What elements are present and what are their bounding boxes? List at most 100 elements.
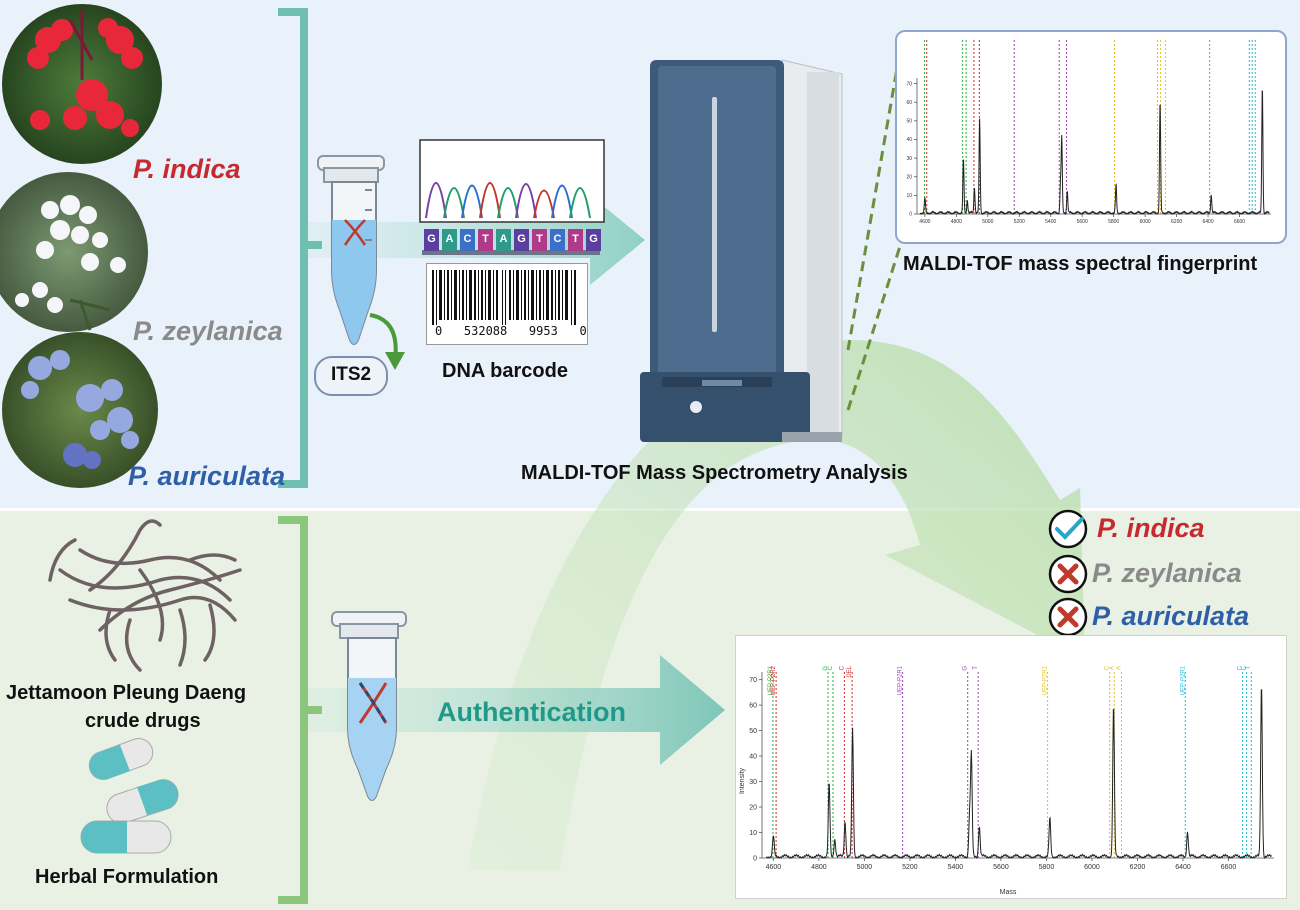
crude-drug-label-line1: Jettamoon Pleung Daeng xyxy=(6,682,247,704)
result-auriculata: P. auriculata xyxy=(1092,601,1250,631)
y-tick-label: 70 xyxy=(749,677,757,684)
y-tick-label: 10 xyxy=(749,830,757,837)
crude-drug-roots xyxy=(48,519,242,672)
x-tick-label: 6600 xyxy=(1221,864,1237,871)
marker-label: G xyxy=(823,666,829,671)
y-tick-label: 70 xyxy=(906,81,912,87)
marker-label: C xyxy=(839,665,845,670)
x-tick-label: 5400 xyxy=(1045,219,1056,225)
sample-tube xyxy=(331,611,407,801)
herbal-formulation-label: Herbal Formulation xyxy=(35,866,219,888)
result-zeylanica: P. zeylanica xyxy=(1092,558,1242,588)
x-tick-label: 6000 xyxy=(1140,219,1151,225)
cross-icon xyxy=(1048,554,1088,594)
its2-badge xyxy=(314,356,388,396)
x-tick-label: 5000 xyxy=(982,219,993,225)
green-curved-arrow xyxy=(468,340,1085,870)
x-tick-label: 6000 xyxy=(1084,864,1100,871)
y-tick-label: 40 xyxy=(749,753,757,760)
x-tick-label: 5200 xyxy=(902,864,918,871)
check-icon xyxy=(1048,509,1088,549)
authentication-label: Authentication xyxy=(437,697,626,727)
base-tile: A xyxy=(496,229,511,251)
spectrum-xlabel: Mass xyxy=(1000,889,1017,896)
p-auriculata-photo xyxy=(2,332,158,488)
species-label-zeylanica: P. zeylanica xyxy=(133,316,283,346)
species-label-auriculata: P. auriculata xyxy=(128,461,286,491)
barcode-bars xyxy=(432,270,576,325)
marker-label: UEP-P2R1 xyxy=(1043,665,1049,695)
base-tile: G xyxy=(586,229,601,251)
marker-label: DEL xyxy=(847,665,853,677)
y-tick-label: 0 xyxy=(753,855,757,862)
y-tick-label: 20 xyxy=(906,174,912,180)
spectrum-marker-lines xyxy=(772,672,1252,858)
marker-label: C xyxy=(828,665,834,670)
x-tick-label: 5000 xyxy=(857,864,873,871)
marker-label: C xyxy=(1238,665,1244,670)
x-tick-label: 6400 xyxy=(1175,864,1191,871)
barcode-number: 0 532088 9953 0 xyxy=(435,324,587,338)
marker-label: UEP-P2R1 xyxy=(898,665,904,695)
its2-arrow xyxy=(369,313,405,370)
barcode-box: 0 532088 9953 0 xyxy=(426,263,588,345)
base-tile: T xyxy=(478,229,493,251)
p-zeylanica-photo xyxy=(0,172,148,332)
y-tick-label: 10 xyxy=(906,193,912,199)
capsule-3 xyxy=(80,820,172,854)
marker-label: UEP-P2R1 xyxy=(768,665,774,695)
y-tick-label: 30 xyxy=(749,779,757,786)
capsule-2 xyxy=(106,779,179,824)
y-tick-label: 30 xyxy=(906,156,912,162)
top-bracket xyxy=(278,8,308,488)
x-tick-label: 5800 xyxy=(1039,864,1055,871)
x-tick-label: 6600 xyxy=(1234,219,1245,225)
x-tick-label: 5200 xyxy=(1014,219,1025,225)
marker-label: C xyxy=(1105,665,1111,670)
y-tick-label: 60 xyxy=(906,100,912,106)
y-tick-label: 0 xyxy=(909,212,912,218)
marker-label: A xyxy=(1109,666,1115,670)
bottom-teal-arrow xyxy=(300,655,725,765)
plant-photos xyxy=(0,4,162,488)
spectrum-trace xyxy=(766,689,1272,859)
species-label-indica: P. indica xyxy=(133,154,241,184)
fingerprint-marker-lines xyxy=(924,40,1256,214)
capsule-1 xyxy=(88,738,154,780)
dna-chromatogram xyxy=(419,139,605,255)
marker-label: UEP-P2R1 xyxy=(1180,665,1186,695)
result-indica: P. indica xyxy=(1097,513,1205,543)
capsules-icon xyxy=(80,738,179,854)
marker-label: A xyxy=(1117,666,1123,670)
x-tick-label: 4600 xyxy=(919,219,930,225)
its2-tube xyxy=(317,155,385,345)
marker-label: T xyxy=(973,666,979,670)
p-indica-photo xyxy=(2,4,162,164)
x-tick-label: 6200 xyxy=(1130,864,1146,871)
x-tick-label: 4600 xyxy=(766,864,782,871)
its2-label: ITS2 xyxy=(331,364,372,385)
cross-icon xyxy=(1048,597,1088,637)
marker-label: UEP-P2R2 xyxy=(771,665,777,695)
x-tick-label: 5600 xyxy=(993,864,1009,871)
base-tile: G xyxy=(514,229,529,251)
y-tick-label: 40 xyxy=(906,137,912,143)
marker-label: C xyxy=(1242,665,1248,670)
spectrum-ylabel: Intensity xyxy=(739,767,746,794)
x-tick-label: 5400 xyxy=(948,864,964,871)
instrument-label: MALDI-TOF Mass Spectrometry Analysis xyxy=(521,462,908,484)
y-tick-label: 50 xyxy=(749,728,757,735)
dna-barcode-label: DNA barcode xyxy=(442,360,568,382)
fingerprint-panel xyxy=(895,30,1287,244)
x-tick-label: 6200 xyxy=(1171,219,1182,225)
marker-label: T xyxy=(1246,666,1252,670)
base-tile: C xyxy=(460,229,475,251)
barcode-sequence-row: G A C T A G T C T G xyxy=(424,229,601,251)
base-tile: A xyxy=(442,229,457,251)
y-tick-label: 20 xyxy=(749,804,757,811)
x-tick-label: 6400 xyxy=(1203,219,1214,225)
